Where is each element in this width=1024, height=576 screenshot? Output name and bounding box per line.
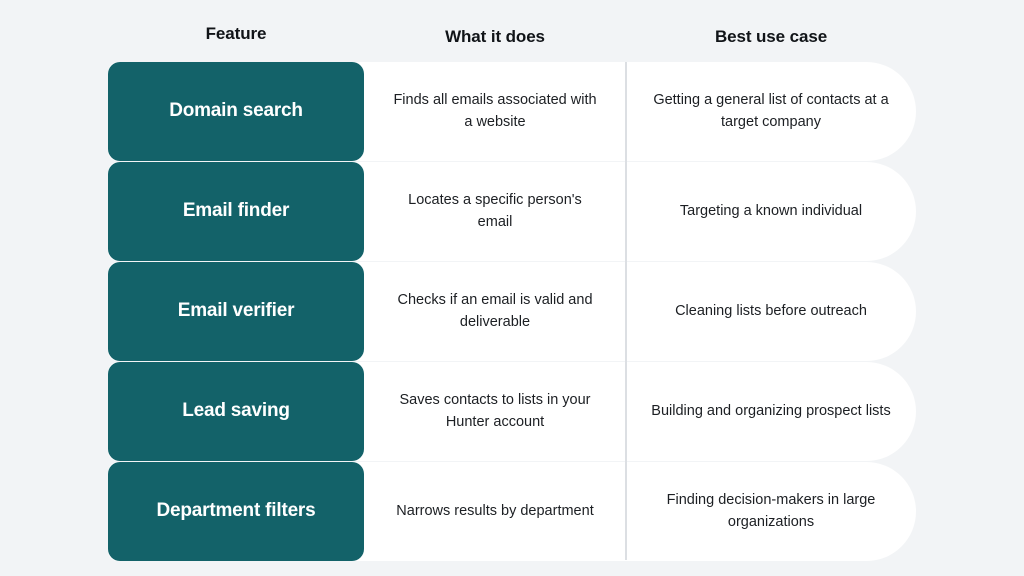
feature-chip-label: Email finder [182, 200, 290, 222]
feature-chip-label: Department filters [156, 500, 316, 522]
feature-chip: Department filters [108, 462, 364, 561]
feature-chip-label: Domain search [169, 100, 303, 122]
feature-chip: Lead saving [108, 362, 364, 461]
cell-best-use-case: Getting a general list of contacts at a … [653, 92, 889, 130]
table-row: Department filters Narrows results by de… [0, 462, 1024, 561]
feature-chip-label: Email verifier [177, 300, 295, 322]
column-header-best-use-case: Best use case [714, 27, 828, 46]
table-header-row: Feature What it does Best use case [0, 0, 1024, 62]
table-row: Lead saving Saves contacts to lists in y… [0, 362, 1024, 461]
column-divider [625, 62, 627, 560]
column-header-what-it-does: What it does [445, 27, 545, 46]
cell-what-it-does: Finds all emails associated with a websi… [393, 92, 597, 130]
table-body: Domain search Finds all emails associate… [0, 62, 1024, 562]
cell-what-it-does: Saves contacts to lists in your Hunter a… [399, 392, 591, 430]
cell-best-use-case: Finding decision-makers in large organiz… [666, 492, 876, 530]
cell-best-use-case: Building and organizing prospect lists [651, 402, 891, 419]
cell-what-it-does: Locates a specific person's email [408, 192, 582, 230]
cell-best-use-case: Cleaning lists before outreach [675, 302, 867, 319]
cell-best-use-case: Targeting a known individual [679, 202, 863, 219]
table-row: Domain search Finds all emails associate… [0, 62, 1024, 161]
cell-what-it-does: Narrows results by department [396, 502, 594, 519]
feature-chip-label: Lead saving [182, 400, 290, 422]
feature-chip: Email verifier [108, 262, 364, 361]
table-row: Email finder Locates a specific person's… [0, 162, 1024, 261]
feature-chip: Domain search [108, 62, 364, 161]
column-header-feature: Feature [205, 24, 267, 43]
cell-what-it-does: Checks if an email is valid and delivera… [397, 292, 593, 330]
feature-chip: Email finder [108, 162, 364, 261]
table-row: Email verifier Checks if an email is val… [0, 262, 1024, 361]
